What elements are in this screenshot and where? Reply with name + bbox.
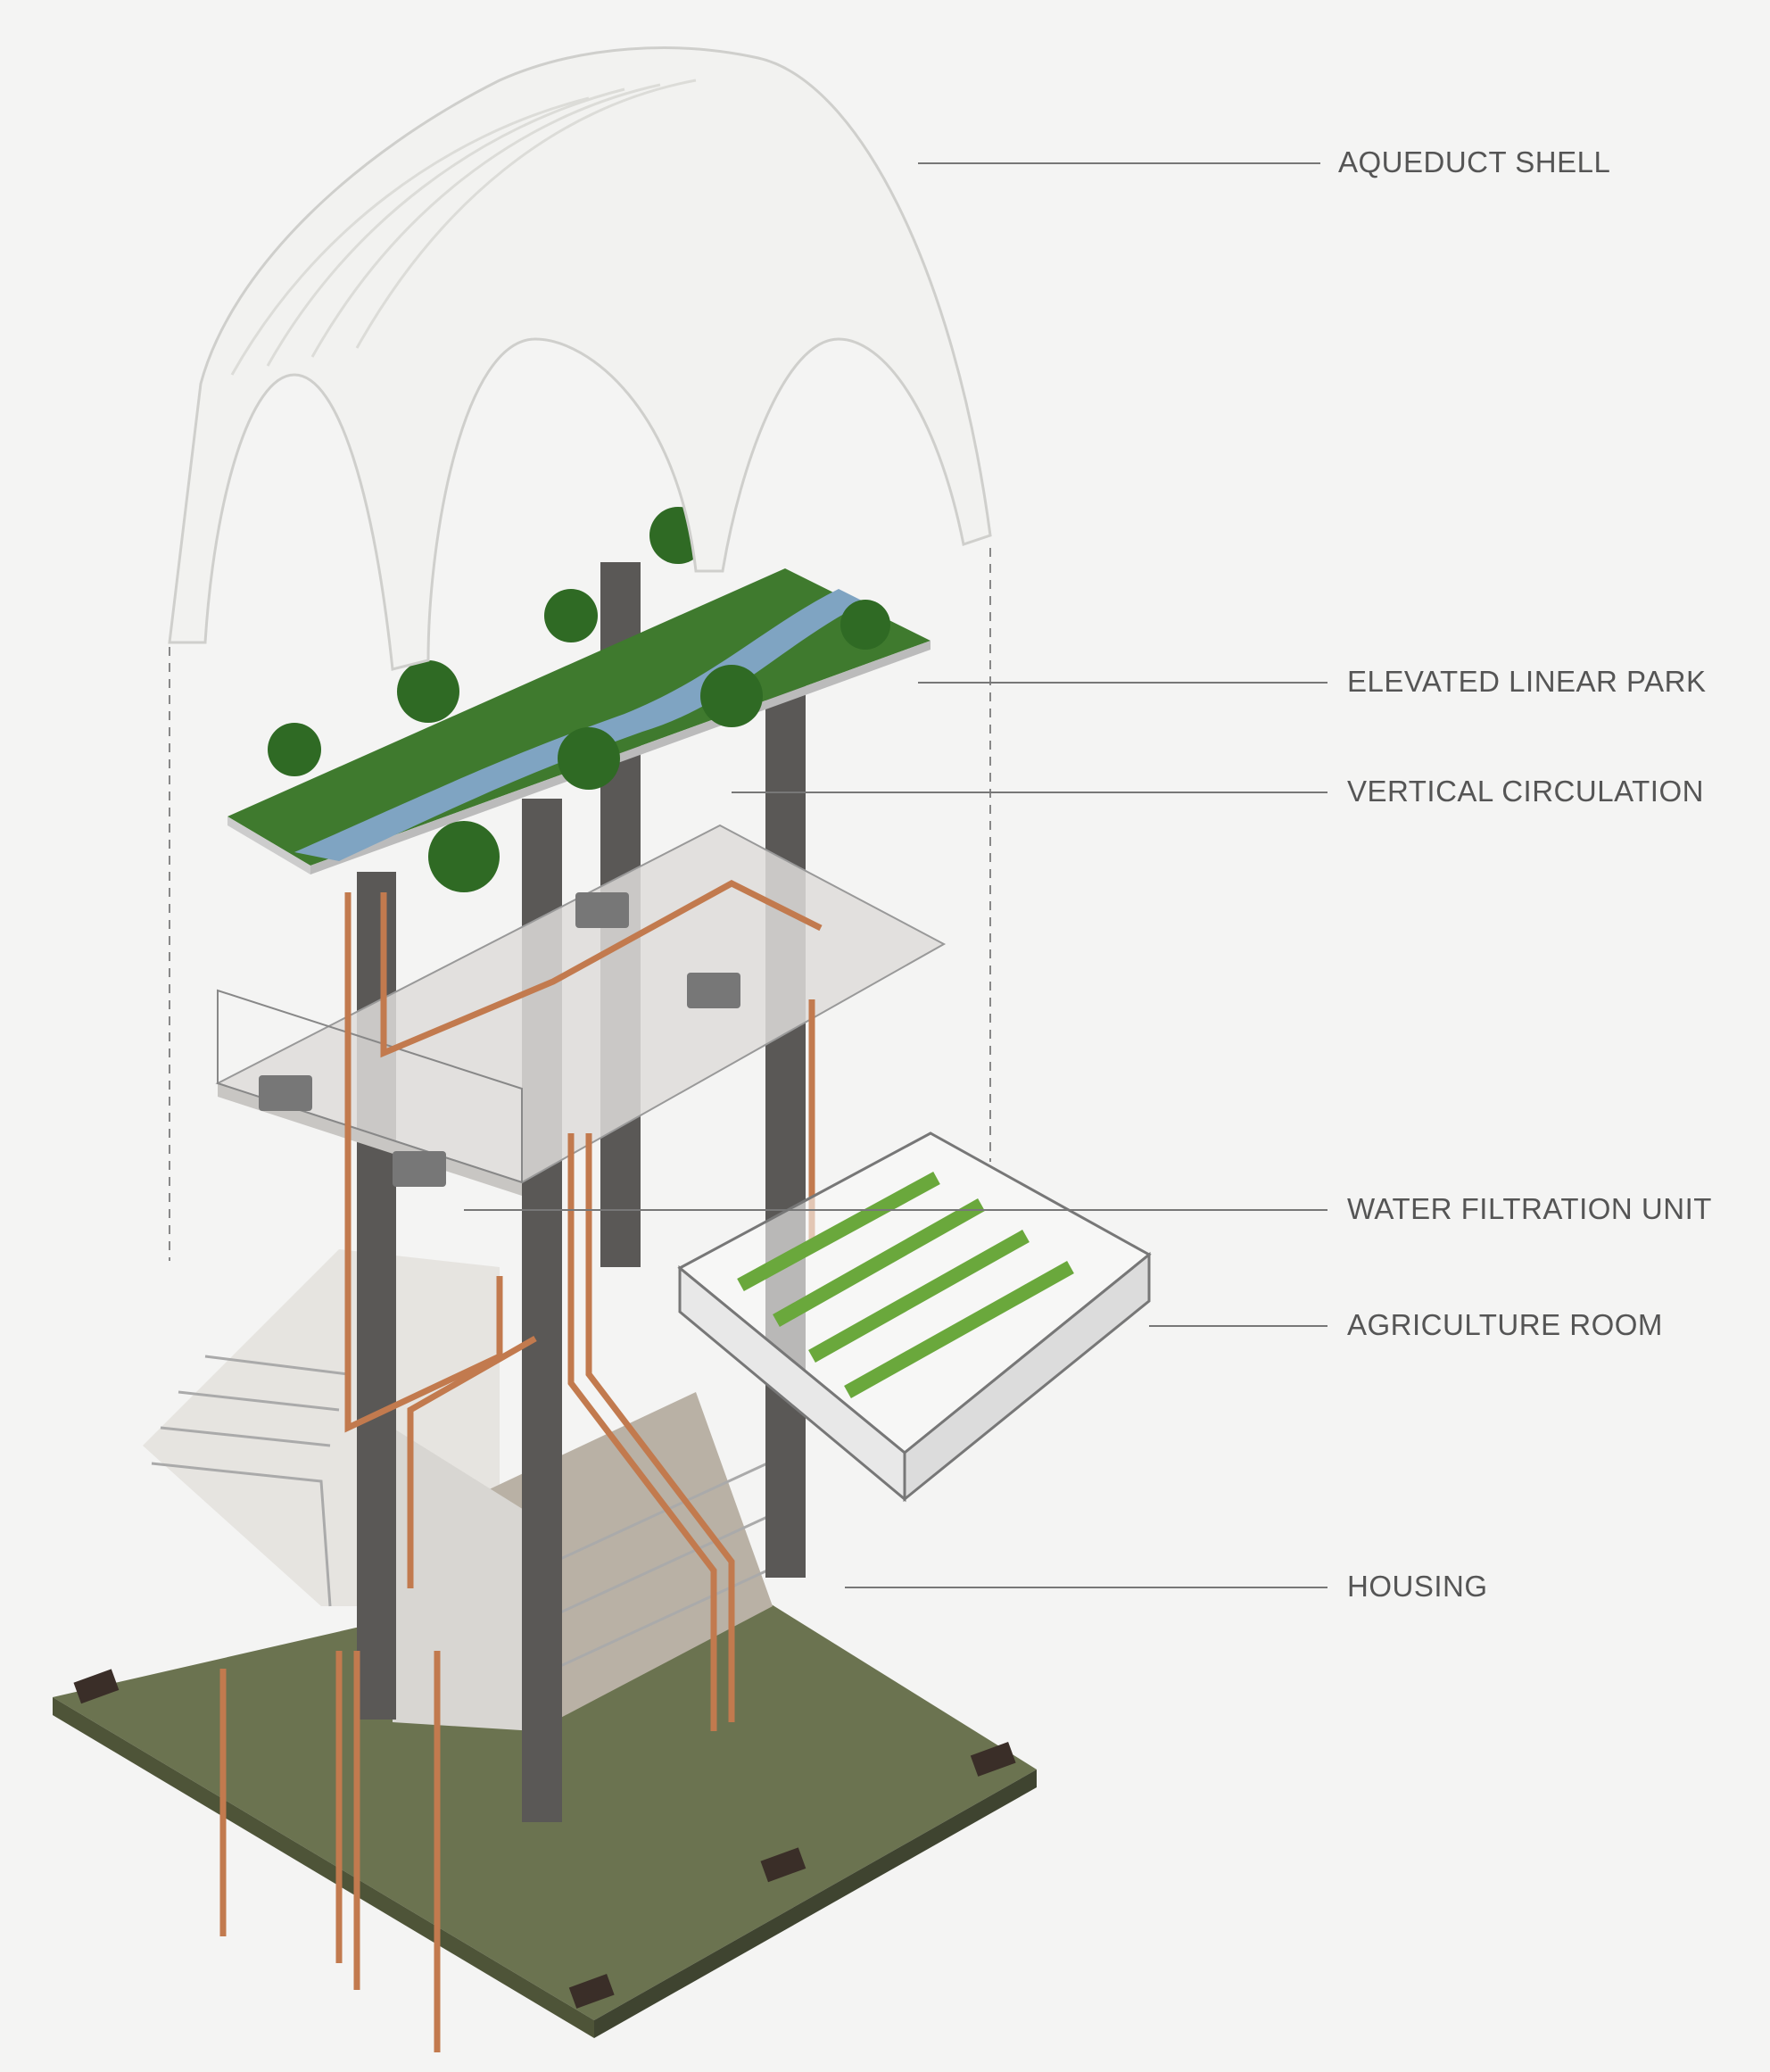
label-water-filtration-unit: WATER FILTRATION UNIT [1347,1192,1712,1225]
elevated-linear-park [227,507,930,892]
label-vertical-circulation: VERTICAL CIRCULATION [1347,775,1704,808]
label-agriculture-room: AGRICULTURE ROOM [1347,1308,1663,1341]
label-aqueduct-shell: AQUEDUCT SHELL [1338,145,1611,178]
projection-guides [169,548,991,1261]
copper-pipes [219,880,823,2052]
filtration-units [259,892,740,1187]
agriculture-room [677,1131,1152,1503]
aqueduct-shell [168,46,992,671]
water-filtration-floor [215,824,947,1196]
leader-lines [464,162,1328,1588]
label-elevated-linear-park: ELEVATED LINEAR PARK [1347,665,1707,698]
label-housing: HOUSING [1347,1570,1488,1603]
